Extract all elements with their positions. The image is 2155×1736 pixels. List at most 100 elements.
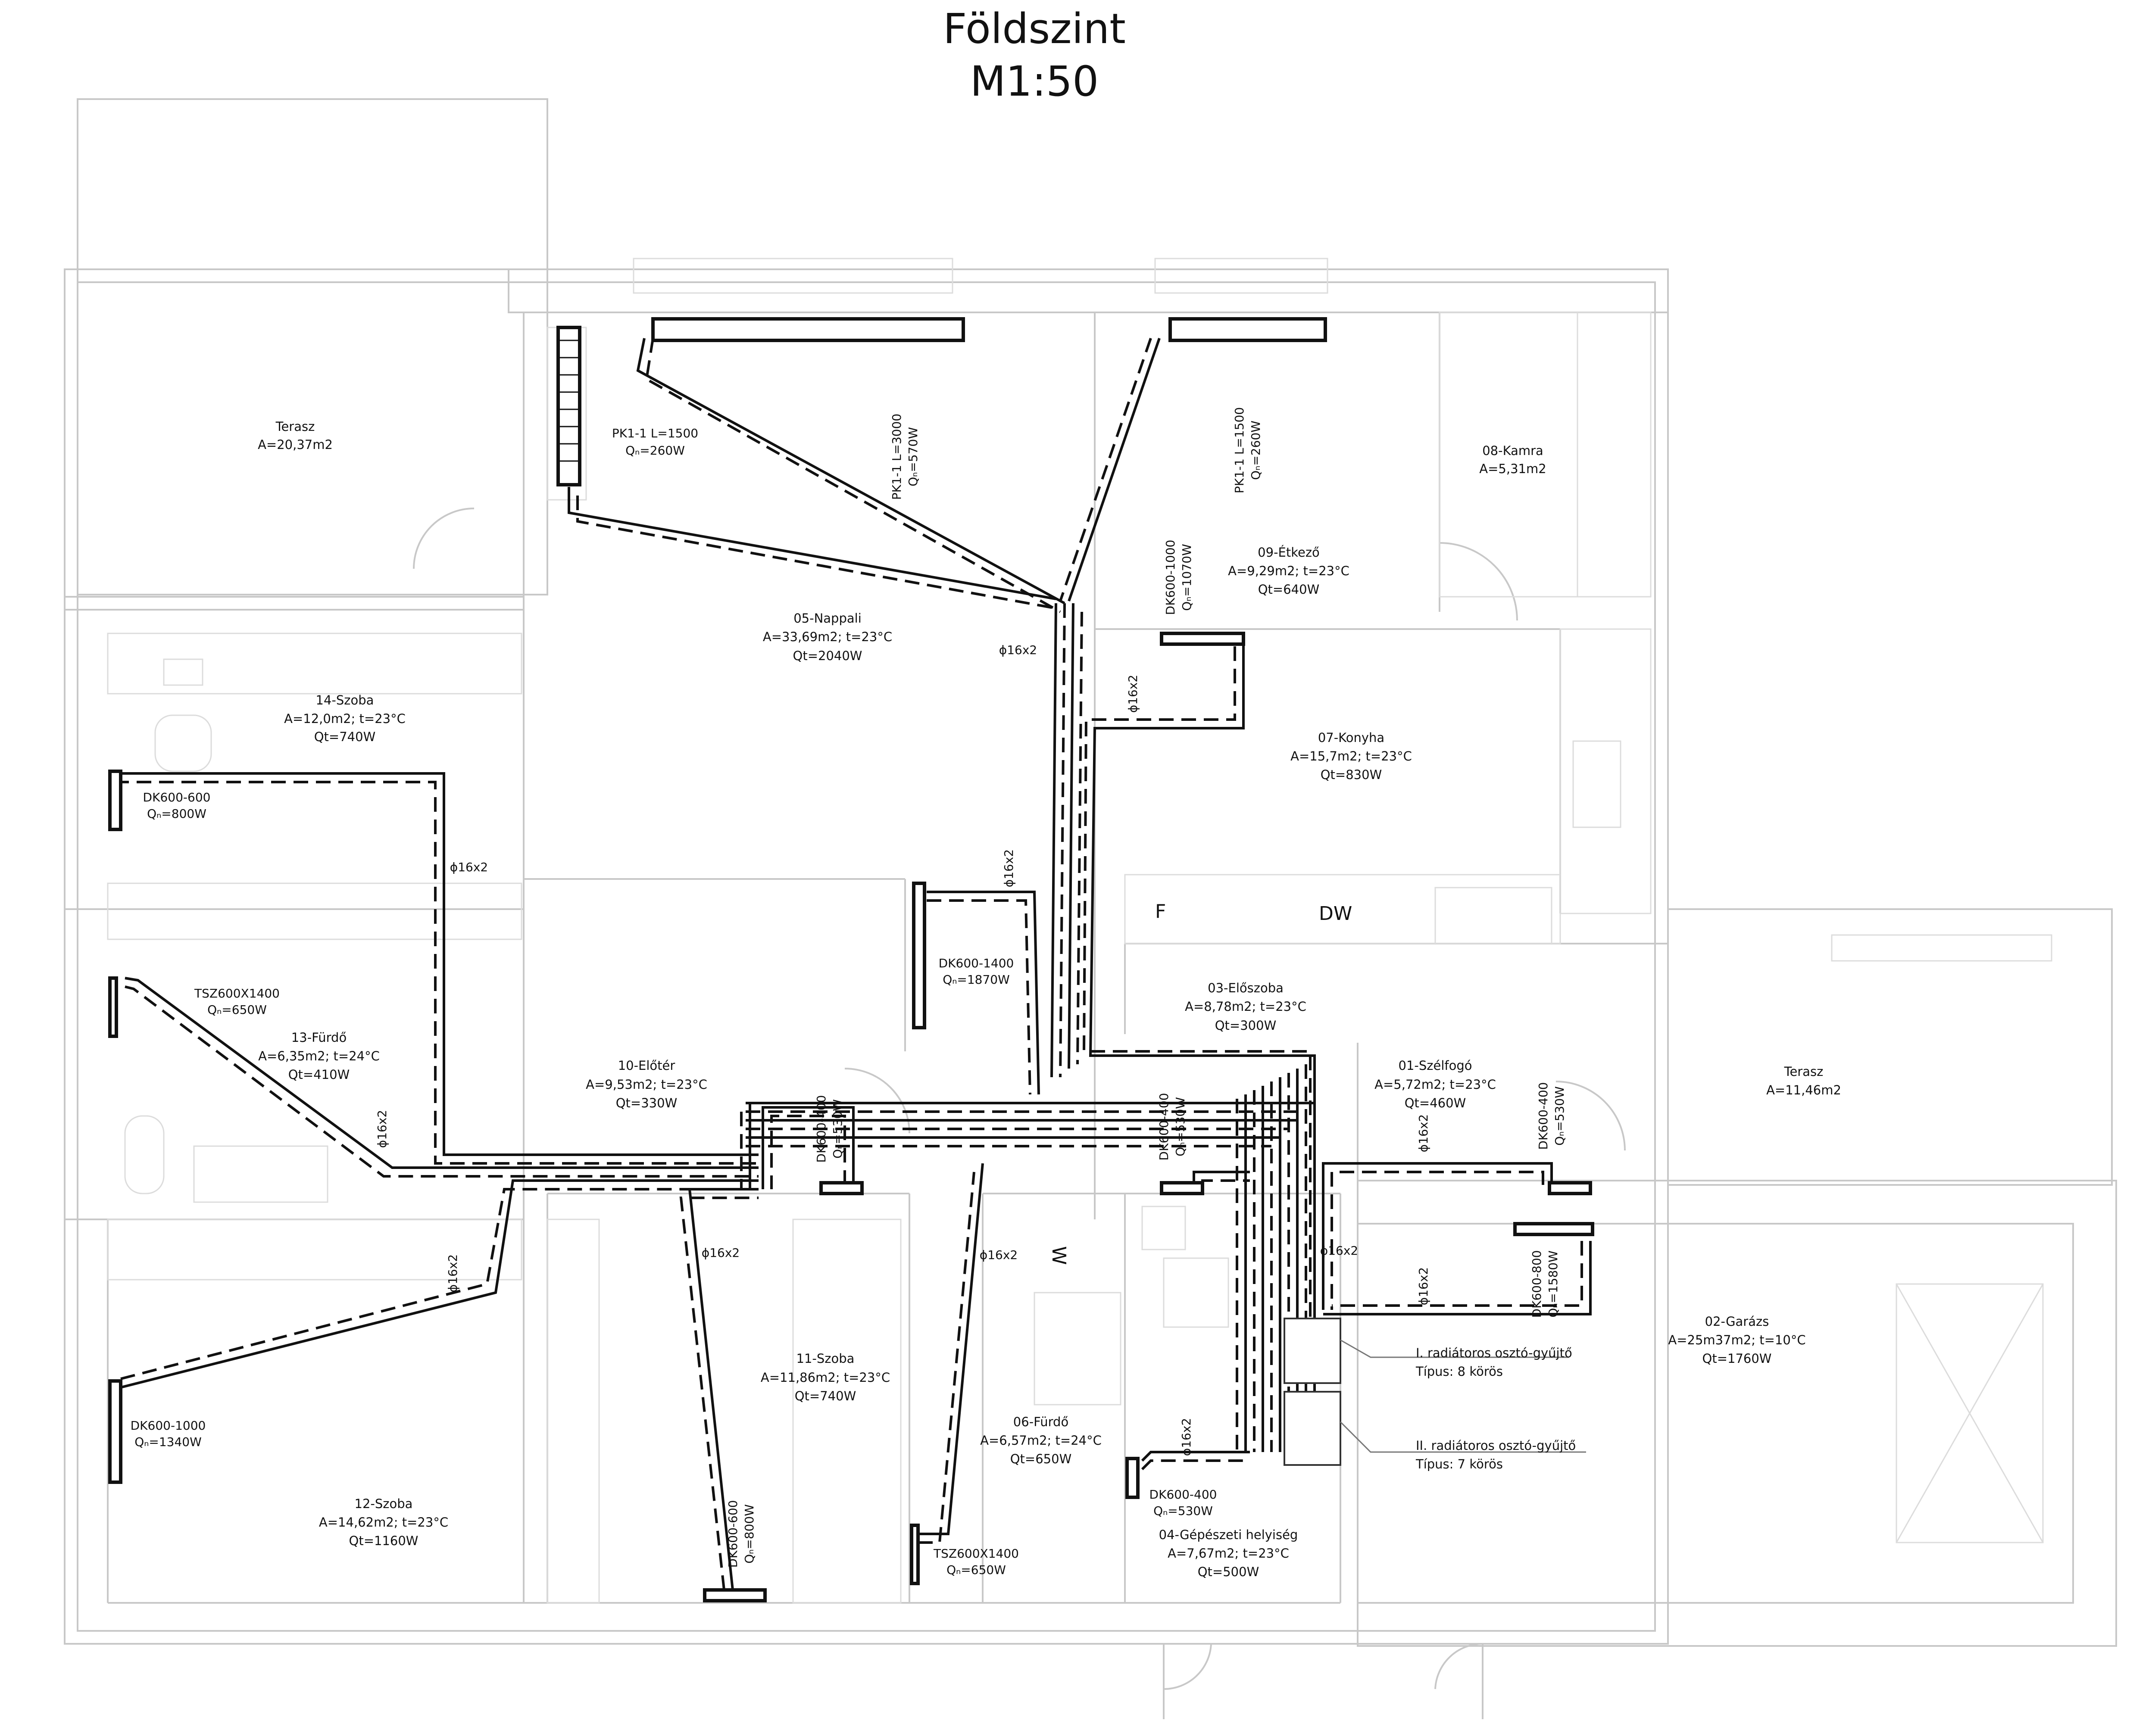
svg-text:Qt=1760W: Qt=1760W	[1702, 1351, 1772, 1366]
washer-mark: W	[1048, 1246, 1070, 1265]
svg-text:05-Nappali: 05-Nappali	[793, 611, 862, 626]
room-13-furdo: 13-Fürdő A=6,35m2; t=24°C Qt=410W	[258, 1030, 380, 1082]
room-01-szelfogo: 01-Szélfogó A=5,72m2; t=23°C Qt=460W	[1374, 1058, 1496, 1110]
pipe-label: ϕ16x2	[446, 1254, 460, 1292]
svg-text:A=9,29m2; t=23°C: A=9,29m2; t=23°C	[1228, 564, 1349, 578]
svg-text:11-Szoba: 11-Szoba	[796, 1351, 855, 1366]
manifold-1-leader	[1340, 1339, 1569, 1358]
svg-text:04-Gépészeti helyiség: 04-Gépészeti helyiség	[1159, 1527, 1298, 1542]
svg-text:DK600-1000: DK600-1000	[131, 1418, 206, 1433]
svg-text:Qt=500W: Qt=500W	[1198, 1565, 1259, 1579]
svg-text:I. radiátoros osztó-gyűjtő: I. radiátoros osztó-gyűjtő	[1416, 1346, 1572, 1360]
svg-text:Qₙ=570W: Qₙ=570W	[906, 427, 920, 486]
svg-text:02-Garázs: 02-Garázs	[1705, 1314, 1769, 1329]
radiator-r15	[1125, 1457, 1140, 1499]
furniture	[107, 258, 2052, 1604]
svg-text:Típus: 8 körös: Típus: 8 körös	[1415, 1364, 1503, 1379]
svg-text:A=5,31m2: A=5,31m2	[1479, 461, 1546, 476]
svg-text:A=8,78m2; t=23°C: A=8,78m2; t=23°C	[1185, 999, 1306, 1014]
svg-text:Qₙ=650W: Qₙ=650W	[946, 1563, 1006, 1577]
room-11-szoba: 11-Szoba A=11,86m2; t=23°C Qt=740W	[761, 1351, 890, 1403]
radiator-r7	[108, 976, 118, 1038]
svg-text:Qₙ=530W: Qₙ=530W	[1552, 1086, 1567, 1146]
svg-text:06-Fürdő: 06-Fürdő	[1013, 1415, 1068, 1429]
pipe-label: ϕ16x2	[1416, 1114, 1430, 1152]
svg-text:Qₙ=800W: Qₙ=800W	[742, 1504, 756, 1564]
svg-text:Qt=410W: Qt=410W	[288, 1067, 350, 1082]
radiator-label-r2: PK1-1 L=3000 Qₙ=570W	[890, 414, 920, 500]
radiator-r1	[556, 326, 581, 486]
pipe-label: ϕ16x2	[375, 1110, 389, 1148]
radiator-r8	[819, 1181, 864, 1195]
radiator-r14	[910, 1524, 920, 1585]
svg-text:Qₙ=260W: Qₙ=260W	[625, 443, 685, 458]
radiator-label-r7: TSZ600X1400 Qₙ=650W	[194, 986, 280, 1017]
pipe-label: ϕ16x2	[702, 1246, 740, 1260]
manifold-2-leader	[1340, 1421, 1586, 1453]
svg-text:DK600-400: DK600-400	[1536, 1082, 1550, 1150]
room-10-eloter: 10-Előtér A=9,53m2; t=23°C Qt=330W	[586, 1058, 707, 1110]
svg-text:12-Szoba: 12-Szoba	[355, 1496, 413, 1511]
svg-text:14-Szoba: 14-Szoba	[316, 693, 374, 707]
svg-text:Qt=2040W: Qt=2040W	[793, 648, 862, 663]
svg-text:Qₙ=1870W: Qₙ=1870W	[943, 972, 1010, 987]
svg-text:A=11,46m2: A=11,46m2	[1766, 1083, 1841, 1097]
radiator-r6	[912, 882, 926, 1029]
svg-text:II. radiátoros osztó-gyűjtő: II. radiátoros osztó-gyűjtő	[1416, 1438, 1576, 1453]
svg-text:A=11,86m2; t=23°C: A=11,86m2; t=23°C	[761, 1370, 890, 1385]
svg-text:PK1-1 L=3000: PK1-1 L=3000	[890, 414, 904, 500]
svg-text:03-Előszoba: 03-Előszoba	[1208, 981, 1284, 995]
pipe-label: ϕ16x2	[999, 643, 1037, 657]
svg-text:A=20,37m2: A=20,37m2	[258, 437, 333, 452]
svg-text:Qt=830W: Qt=830W	[1321, 767, 1382, 782]
manifold-1-label: I. radiátoros osztó-gyűjtő Típus: 8 körö…	[1415, 1346, 1572, 1379]
radiator-label-r10: DK600-400 Qₙ=530W	[1536, 1082, 1567, 1150]
radiator-label-r12: DK600-1000 Qₙ=1340W	[131, 1418, 206, 1449]
pipe-label: ϕ16x2	[1126, 675, 1140, 713]
radiator-r9	[1160, 1181, 1204, 1195]
svg-text:TSZ600X1400: TSZ600X1400	[933, 1546, 1019, 1561]
svg-text:Qt=650W: Qt=650W	[1010, 1452, 1072, 1466]
svg-text:01-Szélfogó: 01-Szélfogó	[1399, 1058, 1472, 1073]
svg-text:Típus: 7 körös: Típus: 7 körös	[1415, 1457, 1503, 1471]
manifold-2	[1284, 1391, 1341, 1466]
room-03-eloszoba: 03-Előszoba A=8,78m2; t=23°C Qt=300W	[1185, 981, 1306, 1033]
svg-text:A=5,72m2; t=23°C: A=5,72m2; t=23°C	[1374, 1077, 1496, 1092]
svg-text:09-Étkező: 09-Étkező	[1258, 545, 1320, 560]
svg-text:Qt=460W: Qt=460W	[1405, 1096, 1466, 1110]
pipe-label: ϕ16x2	[1002, 849, 1016, 887]
svg-text:Qt=330W: Qt=330W	[616, 1096, 678, 1110]
svg-text:Qₙ=1340W: Qₙ=1340W	[134, 1435, 202, 1449]
svg-text:TSZ600X1400: TSZ600X1400	[194, 986, 280, 1000]
svg-text:A=9,53m2; t=23°C: A=9,53m2; t=23°C	[586, 1077, 707, 1092]
room-05-nappali: 05-Nappali A=33,69m2; t=23°C Qt=2040W	[763, 611, 892, 663]
radiator-r5	[108, 770, 122, 831]
radiator-label-r13: DK600-600 Qₙ=800W	[726, 1500, 756, 1568]
room-14-szoba: 14-Szoba A=12,0m2; t=23°C Qt=740W	[284, 693, 406, 744]
svg-text:A=25m37m2; t=10°C: A=25m37m2; t=10°C	[1668, 1333, 1805, 1347]
svg-text:Qt=1160W: Qt=1160W	[349, 1533, 419, 1548]
svg-text:DK600-400: DK600-400	[1149, 1487, 1217, 1502]
radiator-label-r3: PK1-1 L=1500 Qₙ=260W	[1232, 407, 1263, 493]
radiator-label-r11: DK600-800 Qₙ=1580W	[1530, 1250, 1560, 1318]
pipe-label: ϕ16x2	[980, 1248, 1018, 1262]
svg-text:PK1-1 L=1500: PK1-1 L=1500	[612, 426, 698, 440]
room-06-furdo: 06-Fürdő A=6,57m2; t=24°C Qt=650W	[980, 1415, 1102, 1466]
svg-text:A=14,62m2; t=23°C: A=14,62m2; t=23°C	[319, 1515, 448, 1530]
svg-text:Qₙ=1070W: Qₙ=1070W	[1180, 544, 1194, 611]
pipe-label: ϕ16x2	[1416, 1267, 1430, 1305]
walls	[64, 98, 2117, 1719]
svg-text:10-Előtér: 10-Előtér	[618, 1058, 675, 1073]
svg-text:Terasz: Terasz	[275, 419, 315, 434]
fridge-mark: F	[1155, 901, 1166, 923]
pipe-labels: ϕ16x2 ϕ16x2 ϕ16x2 ϕ16x2 ϕ16x2 ϕ16x2 ϕ16x…	[375, 643, 1430, 1456]
room-04-gepeszeti: 04-Gépészeti helyiség A=7,67m2; t=23°C Q…	[1159, 1527, 1298, 1579]
svg-text:DK600-600: DK600-600	[143, 790, 211, 804]
pipe-label: ϕ16x2	[1320, 1244, 1358, 1258]
radiator-r4	[1160, 632, 1245, 646]
svg-text:Qt=640W: Qt=640W	[1258, 582, 1320, 597]
svg-text:Qₙ=800W: Qₙ=800W	[147, 807, 206, 821]
dishwasher-mark: DW	[1319, 903, 1352, 925]
radiator-r11	[1513, 1222, 1594, 1236]
svg-text:Qₙ=260W: Qₙ=260W	[1249, 421, 1263, 480]
